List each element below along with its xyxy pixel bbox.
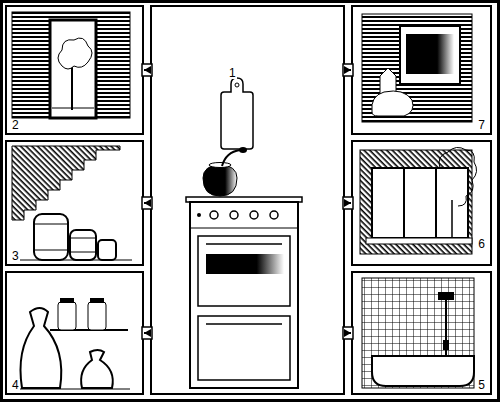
cutting-board bbox=[221, 78, 253, 149]
barrel-hoops bbox=[71, 238, 95, 252]
picture-panel: 5 bbox=[351, 271, 492, 395]
picture-panel: 4 bbox=[5, 271, 144, 395]
dark-wall bbox=[362, 14, 472, 122]
arrow-head bbox=[344, 329, 351, 337]
tree-crown bbox=[439, 147, 477, 206]
jar bbox=[58, 302, 76, 330]
callout-number: 3 bbox=[11, 250, 20, 262]
arrow-connector bbox=[343, 327, 353, 339]
picture-panel: 7 bbox=[351, 5, 492, 135]
arrow-head bbox=[144, 329, 151, 337]
callout-number: 2 bbox=[11, 119, 20, 131]
pot bbox=[203, 164, 237, 196]
jar-lid bbox=[90, 298, 104, 303]
arrow-connector bbox=[142, 64, 152, 76]
arrow-connector bbox=[343, 197, 353, 209]
window bbox=[372, 168, 468, 238]
arrow-socket bbox=[142, 327, 152, 339]
bathtub bbox=[372, 356, 474, 386]
jar bbox=[88, 302, 106, 330]
knob bbox=[270, 211, 278, 219]
indicator bbox=[197, 213, 201, 217]
ladle-bowl bbox=[239, 147, 247, 153]
callout-number: 1 bbox=[228, 67, 237, 79]
floor-line bbox=[12, 260, 132, 261]
cabinet bbox=[400, 26, 460, 84]
jar-lid bbox=[60, 298, 74, 303]
tiled-wall bbox=[362, 278, 474, 388]
oven-handle bbox=[206, 243, 282, 245]
callout-number: 4 bbox=[11, 379, 20, 391]
board-hole bbox=[235, 83, 239, 87]
arrow-connector bbox=[343, 64, 353, 76]
ground-line bbox=[52, 108, 94, 109]
pot-rim bbox=[209, 163, 231, 168]
sack bbox=[21, 308, 62, 388]
arrow-head bbox=[144, 199, 151, 207]
drawer-handle bbox=[206, 323, 282, 325]
barrel bbox=[98, 240, 116, 260]
control-panel bbox=[190, 228, 298, 229]
window-sill bbox=[366, 238, 472, 244]
arrow-socket bbox=[343, 327, 353, 339]
arrow-connector bbox=[142, 197, 152, 209]
tree-crown bbox=[58, 38, 92, 69]
picture-panel: 2 bbox=[5, 5, 144, 135]
shower-head bbox=[438, 292, 454, 300]
picture-panel: 6 bbox=[351, 140, 492, 266]
staircase bbox=[12, 146, 120, 220]
knob bbox=[250, 211, 258, 219]
callout-number: 5 bbox=[477, 379, 486, 391]
arrow-head bbox=[344, 199, 351, 207]
arrow-socket bbox=[343, 197, 353, 209]
callout-number: 7 bbox=[477, 119, 486, 131]
sack bbox=[81, 350, 113, 388]
stove-body bbox=[190, 202, 298, 388]
knob bbox=[230, 211, 238, 219]
oven-window bbox=[206, 254, 284, 274]
door-opening bbox=[50, 20, 96, 118]
arrow-socket bbox=[142, 197, 152, 209]
barrel-hoops bbox=[35, 224, 67, 250]
knob bbox=[210, 211, 218, 219]
picture-panel: 3 bbox=[5, 140, 144, 266]
arrow-head bbox=[344, 66, 351, 74]
bread bbox=[372, 91, 413, 116]
drawer bbox=[198, 316, 290, 380]
tree-trunk bbox=[451, 200, 453, 238]
barrel bbox=[34, 214, 68, 260]
plank-wall bbox=[12, 12, 130, 118]
cabinet-inside bbox=[406, 34, 454, 74]
arrow-head bbox=[144, 66, 151, 74]
tree-trunk bbox=[71, 66, 73, 110]
floor-line bbox=[14, 389, 130, 390]
window-wall bbox=[360, 150, 472, 254]
arrow-connector bbox=[142, 327, 152, 339]
picture-panel: 1 bbox=[150, 5, 345, 395]
ladle-handle bbox=[222, 150, 240, 166]
arrow-socket bbox=[343, 64, 353, 76]
callout-number: 6 bbox=[477, 238, 486, 250]
tap bbox=[443, 340, 449, 350]
oven-door bbox=[198, 236, 290, 306]
barrel bbox=[70, 230, 96, 260]
window-mullions bbox=[404, 168, 436, 238]
arrow-socket bbox=[142, 64, 152, 76]
